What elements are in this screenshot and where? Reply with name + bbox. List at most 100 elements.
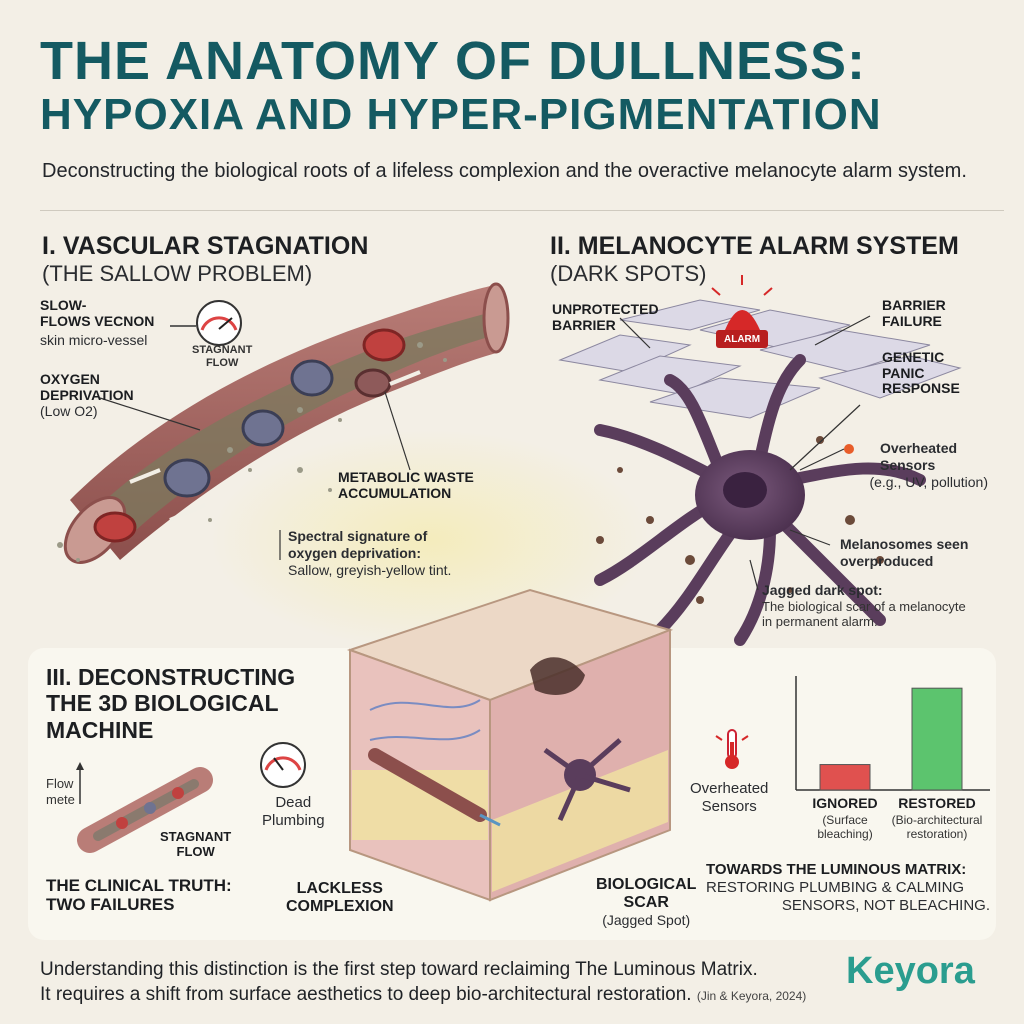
barrier-failure-label: BARRIER FAILURE	[882, 297, 946, 329]
section1-subheading: (THE SALLOW PROBLEM)	[42, 261, 313, 286]
oxygen-line3: (Low O2)	[40, 403, 98, 420]
logo-text: Keyora	[846, 950, 975, 992]
blood-cell-icon	[163, 458, 211, 498]
bar-label-restored: RESTORED	[898, 795, 976, 811]
blood-cell-icon	[290, 359, 334, 397]
alarm-icon	[711, 275, 773, 348]
comparison-bar-chart: IGNORED(Surfacebleaching)RESTORED(Bio-ar…	[795, 676, 990, 841]
waste-line1: METABOLIC WASTE	[338, 469, 474, 485]
towards-line1: TOWARDS THE LUMINOUS MATRIX:	[706, 861, 967, 878]
overheated-line1: Overheated	[880, 440, 958, 456]
melanosomes-line2: overproduced	[840, 552, 934, 569]
towards-line2: RESTORING PLUMBING & CALMING	[706, 878, 965, 896]
sensors3-line2: Sensors	[701, 798, 757, 815]
bar-note-ignored: (Surface	[822, 813, 868, 827]
spectral-line1: Spectral signature of	[288, 528, 428, 544]
flow-line1: Flow	[46, 776, 74, 791]
footer-citation: (Jin & Keyora, 2024)	[696, 988, 807, 1003]
section3-heading-line1: III. DECONSTRUCTING	[46, 664, 296, 690]
section1-heading: I. VASCULAR STAGNATION	[42, 232, 369, 260]
melanosomes-label: Melanosomes seen overproduced	[840, 536, 968, 570]
bar-ignored	[819, 764, 871, 791]
subtitle: Deconstructing the biological roots of a…	[42, 160, 967, 182]
flow-gauge-icon	[260, 742, 306, 788]
melanocyte-cell-illustration	[594, 354, 926, 646]
unprotected-barrier-label: UNPROTECTED BARRIER	[552, 301, 659, 333]
genetic-line3: RESPONSE	[882, 380, 960, 397]
small-vessel-illustration	[76, 762, 213, 853]
section2-subheading: (DARK SPOTS)	[550, 261, 707, 286]
oxygen-line1: OXYGEN	[40, 371, 100, 387]
metabolic-waste-label: METABOLIC WASTE ACCUMULATION	[338, 469, 474, 501]
oxygen-deprivation-label: OXYGEN DEPRIVATION (Low O2)	[40, 371, 134, 420]
barrier-line1: BARRIER	[882, 297, 946, 313]
spectral-signature-label: Spectral signature of oxygen deprivation…	[288, 528, 451, 578]
oxygen-line2: DEPRIVATION	[40, 386, 134, 403]
towards-line3: SENSORS, NOT BLEACHING.	[781, 896, 990, 914]
overheated-line3: (e.g., UV, pollution)	[869, 473, 988, 490]
blood-cell-icon	[241, 409, 285, 447]
sensors3-line1: Overheated	[690, 780, 769, 797]
stagnant-flow-label-3: STAGNANT FLOW	[160, 829, 232, 859]
bar-note-ignored: bleaching)	[817, 827, 872, 841]
page-title: THE ANATOMY OF DULLNESS: HYPOXIA AND HYP…	[40, 31, 1000, 140]
jagged-line1: Jagged dark spot:	[762, 582, 883, 598]
waste-line2: ACCUMULATION	[338, 484, 452, 501]
barrier-line2: FAILURE	[882, 312, 942, 329]
genetic-line1: GENETIC	[882, 349, 945, 365]
blood-vessel-illustration	[63, 282, 510, 564]
genetic-line2: PANIC	[882, 364, 925, 381]
truth-line1: THE CLINICAL TRUTH:	[46, 876, 232, 895]
lackless-line1: LACKLESS	[296, 880, 383, 897]
section2-heading: II. MELANOCYTE ALARM SYSTEM	[550, 232, 959, 260]
bar-restored	[911, 687, 963, 791]
bar-label-ignored: IGNORED	[812, 795, 877, 811]
unprotected-line2: BARRIER	[552, 316, 616, 333]
stagnant-flow-line2: FLOW	[205, 357, 239, 370]
jagged-line2: The biological scar of a melanocyte	[762, 598, 966, 614]
melanosomes-line1: Melanosomes seen	[840, 536, 969, 552]
scar-line1: BIOLOGICAL	[596, 876, 697, 893]
section3-heading-line2: THE 3D BIOLOGICAL	[46, 690, 279, 717]
dead-plumbing-label: Dead Plumbing	[262, 794, 325, 830]
clinical-truth-label: THE CLINICAL TRUTH: TWO FAILURES	[46, 876, 232, 914]
alarm-label: ALARM	[724, 334, 761, 345]
blood-cell-icon	[93, 511, 137, 543]
spectral-line2: oxygen deprivation:	[288, 544, 422, 561]
melanosome-particles	[596, 436, 884, 604]
skin-block-illustration	[346, 588, 674, 902]
overheated-line2: Sensors	[880, 456, 936, 473]
title-line-2: HYPOXIA AND HYPER-PIGMENTATION	[40, 90, 882, 140]
flow-meter-label: Flow mete	[46, 776, 75, 807]
towards-luminous-matrix: TOWARDS THE LUMINOUS MATRIX: RESTORING P…	[706, 861, 990, 915]
overheated-sensors-label: Overheated Sensors (e.g., UV, pollution)	[858, 440, 988, 490]
biological-scar-label: BIOLOGICAL SCAR (Jagged Spot)	[596, 876, 696, 929]
divider	[40, 210, 1004, 211]
spectral-line3: Sallow, greyish-yellow tint.	[288, 561, 452, 578]
thermometer-icon	[715, 729, 749, 769]
genetic-panic-label: GENETIC PANIC RESPONSE	[882, 349, 960, 397]
title-line-1: THE ANATOMY OF DULLNESS:	[40, 31, 867, 91]
stagnant-flow-line1: STAGNANT	[192, 344, 253, 356]
section3-heading: III. DECONSTRUCTING THE 3D BIOLOGICAL MA…	[46, 664, 295, 743]
vessel-label: SLOW- FLOWS VECNON	[40, 297, 155, 329]
stagnant3-line1: STAGNANT	[160, 829, 232, 844]
scar-line2: SCAR	[623, 893, 669, 911]
vessel-sublabel: skin micro-vessel	[40, 332, 148, 348]
dead-line2: Plumbing	[262, 812, 325, 829]
dead-line1: Dead	[275, 794, 312, 811]
stagnant3-line2: FLOW	[176, 843, 215, 859]
flow-line2: mete	[46, 791, 75, 807]
vessel-label-line2: FLOWS VECNON	[40, 312, 155, 329]
jagged-line3: in permanent alarm.	[762, 614, 878, 630]
stagnant-flow-label: STAGNANT FLOW	[192, 344, 252, 370]
lackless-complexion-label: LACKLESS COMPLEXION	[286, 880, 394, 916]
brand-logo: Keyora	[846, 950, 975, 993]
footer-line1: Understanding this distinction is the fi…	[40, 959, 758, 980]
section3-heading-line3: MACHINE	[46, 716, 154, 743]
bar-note-restored: restoration)	[907, 827, 968, 841]
truth-line2: TWO FAILURES	[46, 895, 175, 915]
unprotected-line1: UNPROTECTED	[552, 301, 659, 317]
jagged-spot-label: Jagged dark spot: The biological scar of…	[762, 582, 966, 630]
waste-particles	[57, 342, 447, 562]
